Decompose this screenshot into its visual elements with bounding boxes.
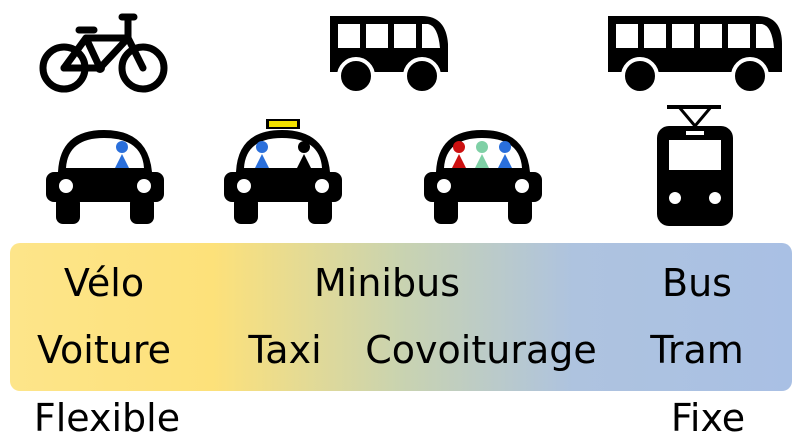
flexibility-band	[10, 243, 792, 391]
label-bus: Bus	[662, 261, 732, 305]
label-taxi: Taxi	[248, 328, 322, 372]
tram-icon	[657, 105, 733, 226]
label-voiture: Voiture	[36, 328, 172, 372]
bus-icon	[608, 16, 782, 94]
minibus-icon	[330, 16, 448, 94]
scale-fixe: Fixe	[670, 396, 746, 440]
carpool-icon	[424, 130, 542, 224]
label-tram: Tram	[650, 328, 744, 372]
taxi-icon	[224, 119, 342, 224]
car-icon	[46, 130, 164, 224]
label-velo: Vélo	[63, 261, 145, 305]
bicycle-icon	[39, 13, 168, 93]
scale-flexible: Flexible	[33, 396, 181, 440]
label-covoiturage: Covoiturage	[365, 328, 597, 372]
label-minibus: Minibus	[314, 261, 460, 305]
